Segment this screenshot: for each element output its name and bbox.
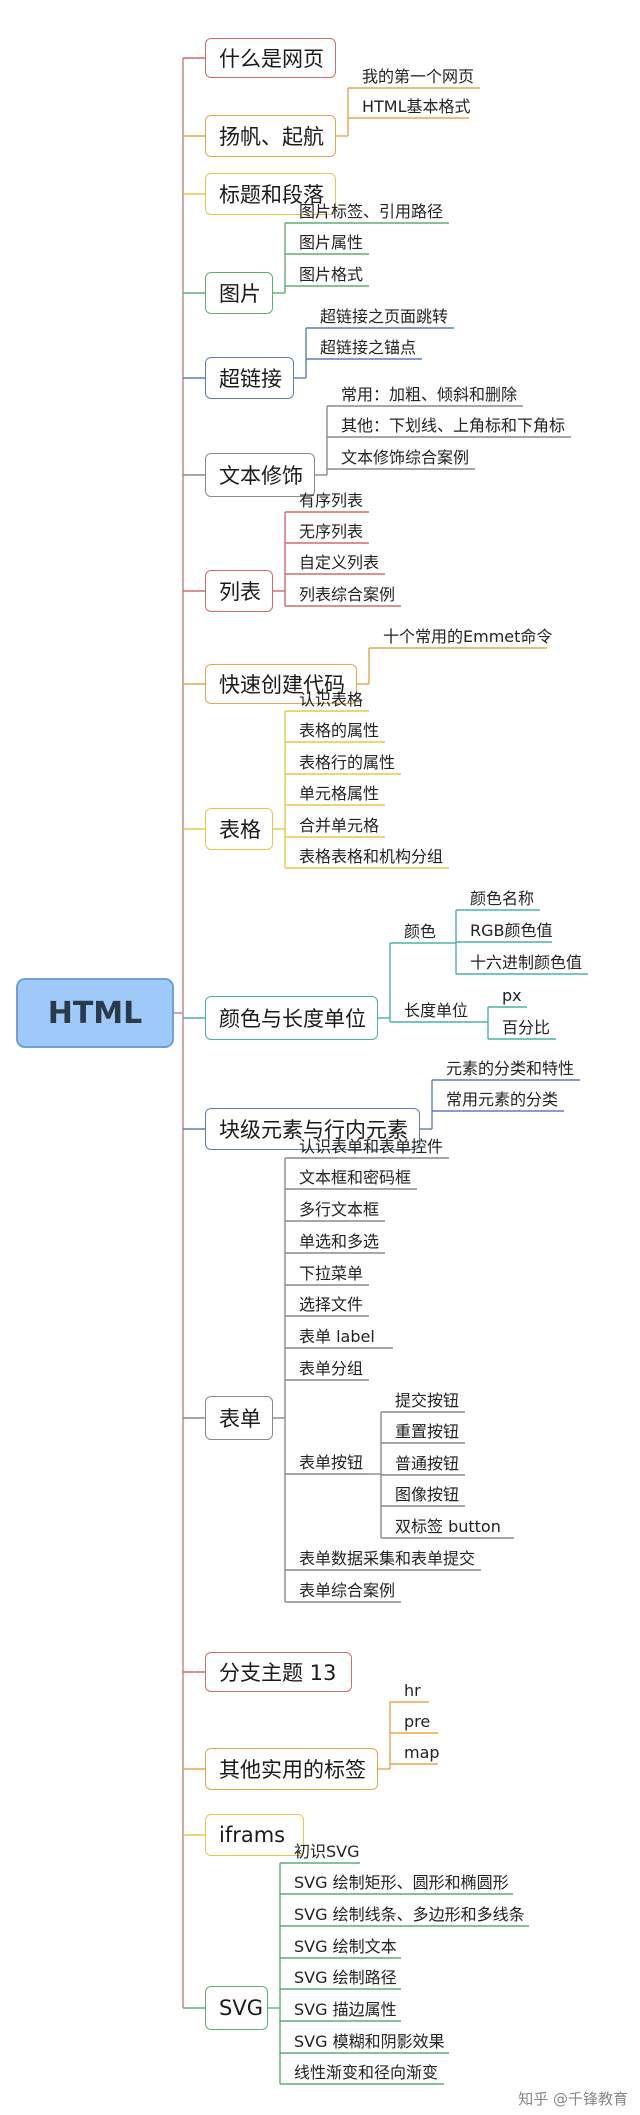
topic-13-item-1[interactable]: pre xyxy=(404,1712,431,1731)
topic-9-group-0-item-0[interactable]: 颜色名称 xyxy=(470,889,535,908)
topic-6-item-3[interactable]: 列表综合案例 xyxy=(299,585,396,604)
topic-15-item-3[interactable]: SVG 绘制文本 xyxy=(294,1937,397,1956)
topic-6[interactable]: 列表 xyxy=(205,570,273,612)
topic-8[interactable]: 表格 xyxy=(205,808,273,850)
topic-3[interactable]: 图片 xyxy=(205,272,273,314)
topic-8-item-3[interactable]: 单元格属性 xyxy=(299,784,380,803)
topic-8-item-5[interactable]: 表格表格和机构分组 xyxy=(299,847,444,866)
topic-5[interactable]: 文本修饰 xyxy=(205,453,315,497)
topic-1[interactable]: 扬帆、起航 xyxy=(205,115,336,157)
root-node[interactable]: HTML xyxy=(16,978,174,1048)
topic-1-item-0[interactable]: 我的第一个网页 xyxy=(362,67,475,86)
topic-11-item-8-sub-2[interactable]: 普通按钮 xyxy=(395,1454,460,1473)
topic-13-item-2[interactable]: map xyxy=(404,1743,440,1762)
topic-11-item-6[interactable]: 表单 label xyxy=(299,1327,375,1346)
watermark: 知乎 @千锋教育 xyxy=(518,2090,628,2108)
topic-6-item-1[interactable]: 无序列表 xyxy=(299,522,364,541)
topic-6-item-0[interactable]: 有序列表 xyxy=(299,491,364,510)
topic-14[interactable]: iframs xyxy=(205,1814,304,1856)
topic-11-item-3[interactable]: 单选和多选 xyxy=(299,1232,380,1251)
topic-8-item-1[interactable]: 表格的属性 xyxy=(299,721,380,740)
topic-5-item-2[interactable]: 文本修饰综合案例 xyxy=(341,448,470,467)
topic-11-item-8[interactable]: 表单按钮 xyxy=(299,1453,364,1472)
topic-4-item-0[interactable]: 超链接之页面跳转 xyxy=(320,307,449,326)
topic-11-item-1[interactable]: 文本框和密码框 xyxy=(299,1168,412,1187)
topic-13[interactable]: 其他实用的标签 xyxy=(205,1748,378,1790)
topic-11-item-5[interactable]: 选择文件 xyxy=(299,1295,364,1314)
topic-9-group-1-item-1[interactable]: 百分比 xyxy=(502,1018,551,1037)
topic-15-item-4[interactable]: SVG 绘制路径 xyxy=(294,1968,397,1987)
topic-15[interactable]: SVG xyxy=(205,1986,268,2030)
topic-15-item-6[interactable]: SVG 模糊和阴影效果 xyxy=(294,2032,445,2051)
topic-4[interactable]: 超链接 xyxy=(205,357,294,399)
topic-11-item-8-sub-3[interactable]: 图像按钮 xyxy=(395,1485,460,1504)
topic-0[interactable]: 什么是网页 xyxy=(205,38,336,78)
topic-2[interactable]: 标题和段落 xyxy=(205,173,336,215)
topic-9-group-0-item-1[interactable]: RGB颜色值 xyxy=(470,921,553,940)
topic-4-item-1[interactable]: 超链接之锚点 xyxy=(320,338,417,357)
topic-3-item-0[interactable]: 图片标签、引用路径 xyxy=(299,202,444,221)
topic-9-group-0-item-2[interactable]: 十六进制颜色值 xyxy=(470,953,583,972)
topic-10-item-0[interactable]: 元素的分类和特性 xyxy=(446,1059,575,1078)
topic-15-item-2[interactable]: SVG 绘制线条、多边形和多线条 xyxy=(294,1905,525,1924)
topic-9[interactable]: 颜色与长度单位 xyxy=(205,996,378,1040)
topic-8-item-2[interactable]: 表格行的属性 xyxy=(299,753,396,772)
topic-11[interactable]: 表单 xyxy=(205,1396,273,1440)
topic-11-item-9[interactable]: 表单数据采集和表单提交 xyxy=(299,1549,476,1568)
topic-10[interactable]: 块级元素与行内元素 xyxy=(205,1108,420,1150)
topic-15-item-5[interactable]: SVG 描边属性 xyxy=(294,2000,397,2019)
topic-6-item-2[interactable]: 自定义列表 xyxy=(299,553,380,572)
topic-5-item-1[interactable]: 其他：下划线、上角标和下角标 xyxy=(341,416,566,435)
topic-1-item-1[interactable]: HTML基本格式 xyxy=(362,97,471,116)
topic-8-item-4[interactable]: 合并单元格 xyxy=(299,816,380,835)
topic-7-item-0[interactable]: 十个常用的Emmet命令 xyxy=(383,627,553,646)
topic-11-item-7[interactable]: 表单分组 xyxy=(299,1359,364,1378)
topic-11-item-8-sub-4[interactable]: 双标签 button xyxy=(395,1517,501,1536)
topic-11-item-2[interactable]: 多行文本框 xyxy=(299,1200,380,1219)
topic-13-item-0[interactable]: hr xyxy=(404,1681,421,1700)
topic-11-item-0[interactable]: 认识表单和表单控件 xyxy=(299,1137,444,1156)
topic-11-item-8-sub-0[interactable]: 提交按钮 xyxy=(395,1391,460,1410)
topic-12[interactable]: 分支主题 13 xyxy=(205,1652,352,1692)
topic-3-item-1[interactable]: 图片属性 xyxy=(299,233,364,252)
topic-11-item-4[interactable]: 下拉菜单 xyxy=(299,1264,364,1283)
topic-7[interactable]: 快速创建代码 xyxy=(205,664,357,704)
topic-3-item-2[interactable]: 图片格式 xyxy=(299,265,364,284)
topic-8-item-0[interactable]: 认识表格 xyxy=(299,690,364,709)
topic-11-item-10[interactable]: 表单综合案例 xyxy=(299,1581,396,1600)
topic-11-item-8-sub-1[interactable]: 重置按钮 xyxy=(395,1422,460,1441)
topic-15-item-1[interactable]: SVG 绘制矩形、圆形和椭圆形 xyxy=(294,1873,509,1892)
topic-9-group-1[interactable]: 长度单位 xyxy=(404,1001,469,1020)
topic-10-item-1[interactable]: 常用元素的分类 xyxy=(446,1090,559,1109)
topic-9-group-1-item-0[interactable]: px xyxy=(502,986,522,1005)
topic-15-item-7[interactable]: 线性渐变和径向渐变 xyxy=(294,2063,439,2082)
topic-5-item-0[interactable]: 常用：加粗、倾斜和删除 xyxy=(341,385,518,404)
topic-15-item-0[interactable]: 初识SVG xyxy=(294,1842,360,1861)
topic-9-group-0[interactable]: 颜色 xyxy=(404,922,437,941)
